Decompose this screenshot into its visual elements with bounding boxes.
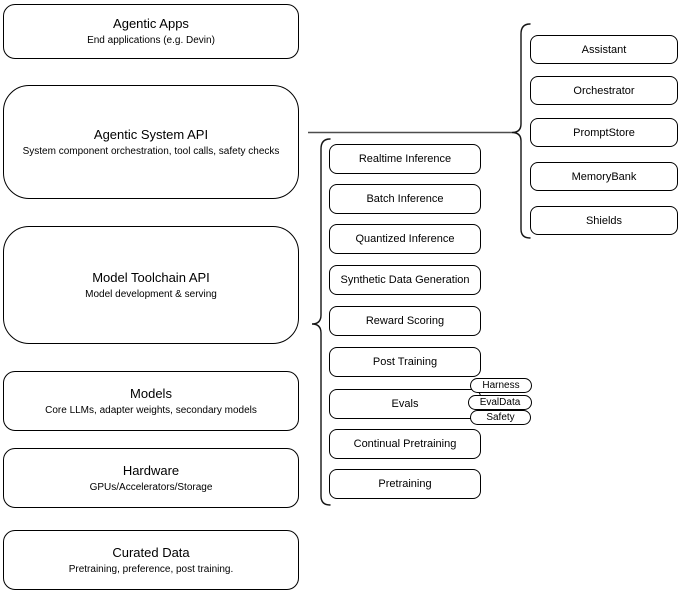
node-assistant: Assistant [530,35,678,64]
node-shields: Shields [530,206,678,235]
node-subtitle: System component orchestration, tool cal… [22,145,280,157]
tag-evaldata: EvalData [468,395,532,410]
node-agentic-system-api: Agentic System API System component orch… [3,85,299,199]
node-synthetic-data-generation: Synthetic Data Generation [329,265,481,295]
node-subtitle: Model development & serving [85,288,217,300]
node-quantized-inference: Quantized Inference [329,224,481,254]
node-orchestrator: Orchestrator [530,76,678,105]
node-title: Hardware [122,462,180,478]
node-title: Agentic Apps [113,16,189,31]
node-subtitle: Core LLMs, adapter weights, secondary mo… [45,404,257,416]
node-memorybank: MemoryBank [530,162,678,191]
node-promptstore: PromptStore [530,118,678,147]
node-model-toolchain-api: Model Toolchain API Model development & … [3,226,299,344]
node-post-training: Post Training [329,347,481,377]
node-subtitle: GPUs/Accelerators/Storage [89,481,213,493]
node-evals: Evals [329,389,481,419]
components-brace [511,23,531,239]
toolchain-brace [311,138,331,506]
node-subtitle: Pretraining, preference, post training. [68,563,234,575]
node-title: Model Toolchain API [92,269,210,285]
node-batch-inference: Batch Inference [329,184,481,214]
node-models: Models Core LLMs, adapter weights, secon… [3,371,299,431]
node-agentic-apps: Agentic Apps End applications (e.g. Devi… [3,4,299,59]
node-curated-data: Curated Data Pretraining, preference, po… [3,530,299,590]
tag-safety: Safety [470,410,531,425]
node-continual-pretraining: Continual Pretraining [329,429,481,459]
tag-harness: Harness [470,378,532,393]
node-hardware: Hardware GPUs/Accelerators/Storage [3,448,299,508]
node-title: Agentic System API [93,126,209,142]
node-title: Models [130,385,172,401]
node-reward-scoring: Reward Scoring [329,306,481,336]
node-realtime-inference: Realtime Inference [329,144,481,174]
node-subtitle: End applications (e.g. Devin) [87,35,215,46]
node-pretraining: Pretraining [329,469,481,499]
node-title: Curated Data [112,544,190,560]
